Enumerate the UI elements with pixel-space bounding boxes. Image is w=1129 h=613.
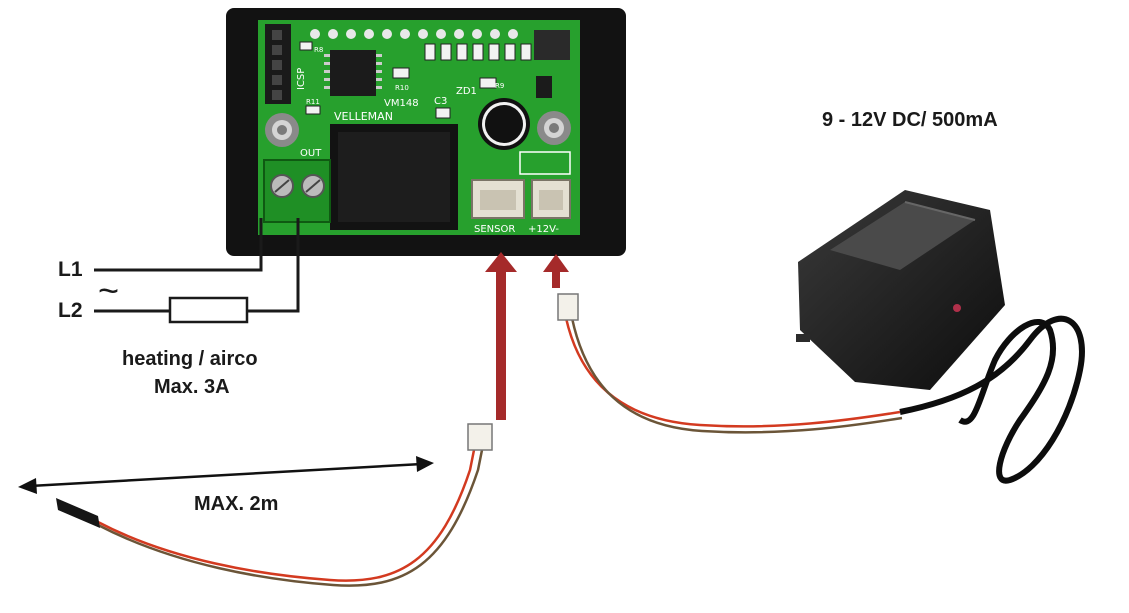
power-adapter <box>796 190 1005 390</box>
thermostat-module: VELLEMAN VM148 OUT SENSOR +12V- ZD1 C3 R… <box>226 8 626 256</box>
power-arrow <box>543 254 569 288</box>
power-plug <box>557 293 579 321</box>
pcb-brand: VELLEMAN <box>334 110 393 123</box>
length-arrow <box>18 456 434 494</box>
l2-label: L2 <box>58 299 83 322</box>
load-resistor <box>168 296 249 324</box>
sensor-wire-red <box>97 449 476 582</box>
pcb-c3-label: C3 <box>434 96 447 107</box>
power-wire-red <box>564 317 901 428</box>
sensor-arrow <box>485 252 517 420</box>
adapter-prong <box>796 334 810 342</box>
load-name-label: heating / airco <box>122 348 258 370</box>
smd-resistors <box>299 41 532 119</box>
power-wire-brown <box>570 317 903 434</box>
pcb-zd-label: ZD1 <box>456 86 477 97</box>
mounting-screw-left <box>265 113 299 147</box>
pcb-r9-label: R9 <box>495 82 504 90</box>
pcb-r10-label: R10 <box>395 84 409 92</box>
wire-l1 <box>94 218 263 272</box>
sensor-probe <box>56 498 100 528</box>
pcb-icsp-label: ICSP <box>296 68 307 90</box>
pcb-power-label: +12V- <box>528 224 559 235</box>
adapter-led <box>953 304 961 312</box>
cable-length-label: MAX. 2m <box>194 493 279 515</box>
sensor-plug <box>467 423 493 451</box>
top-pads <box>310 29 518 39</box>
driver-chip <box>330 50 376 96</box>
power-cable <box>557 293 1085 484</box>
load-wiring <box>94 218 300 313</box>
pcb-r8-label: R8 <box>314 46 323 54</box>
mcu-chip <box>534 30 570 60</box>
ac-symbol: ~ <box>98 270 120 311</box>
l1-label: L1 <box>58 258 83 281</box>
pcb-r11-label: R11 <box>306 98 320 106</box>
power-spec-label: 9 - 12V DC/ 500mA <box>822 109 998 131</box>
mounting-screw-right <box>537 111 571 145</box>
pcb-sensor-label: SENSOR <box>474 224 515 235</box>
load-max-label: Max. 3A <box>154 376 230 398</box>
regulator <box>536 76 552 98</box>
sensor-wire-brown <box>97 449 484 587</box>
pcb-model: VM148 <box>384 98 419 109</box>
wire-l2-return <box>247 218 300 313</box>
pcb-out-label: OUT <box>300 148 322 159</box>
adapter-cord <box>899 315 1085 484</box>
temperature-sensor <box>56 423 493 587</box>
